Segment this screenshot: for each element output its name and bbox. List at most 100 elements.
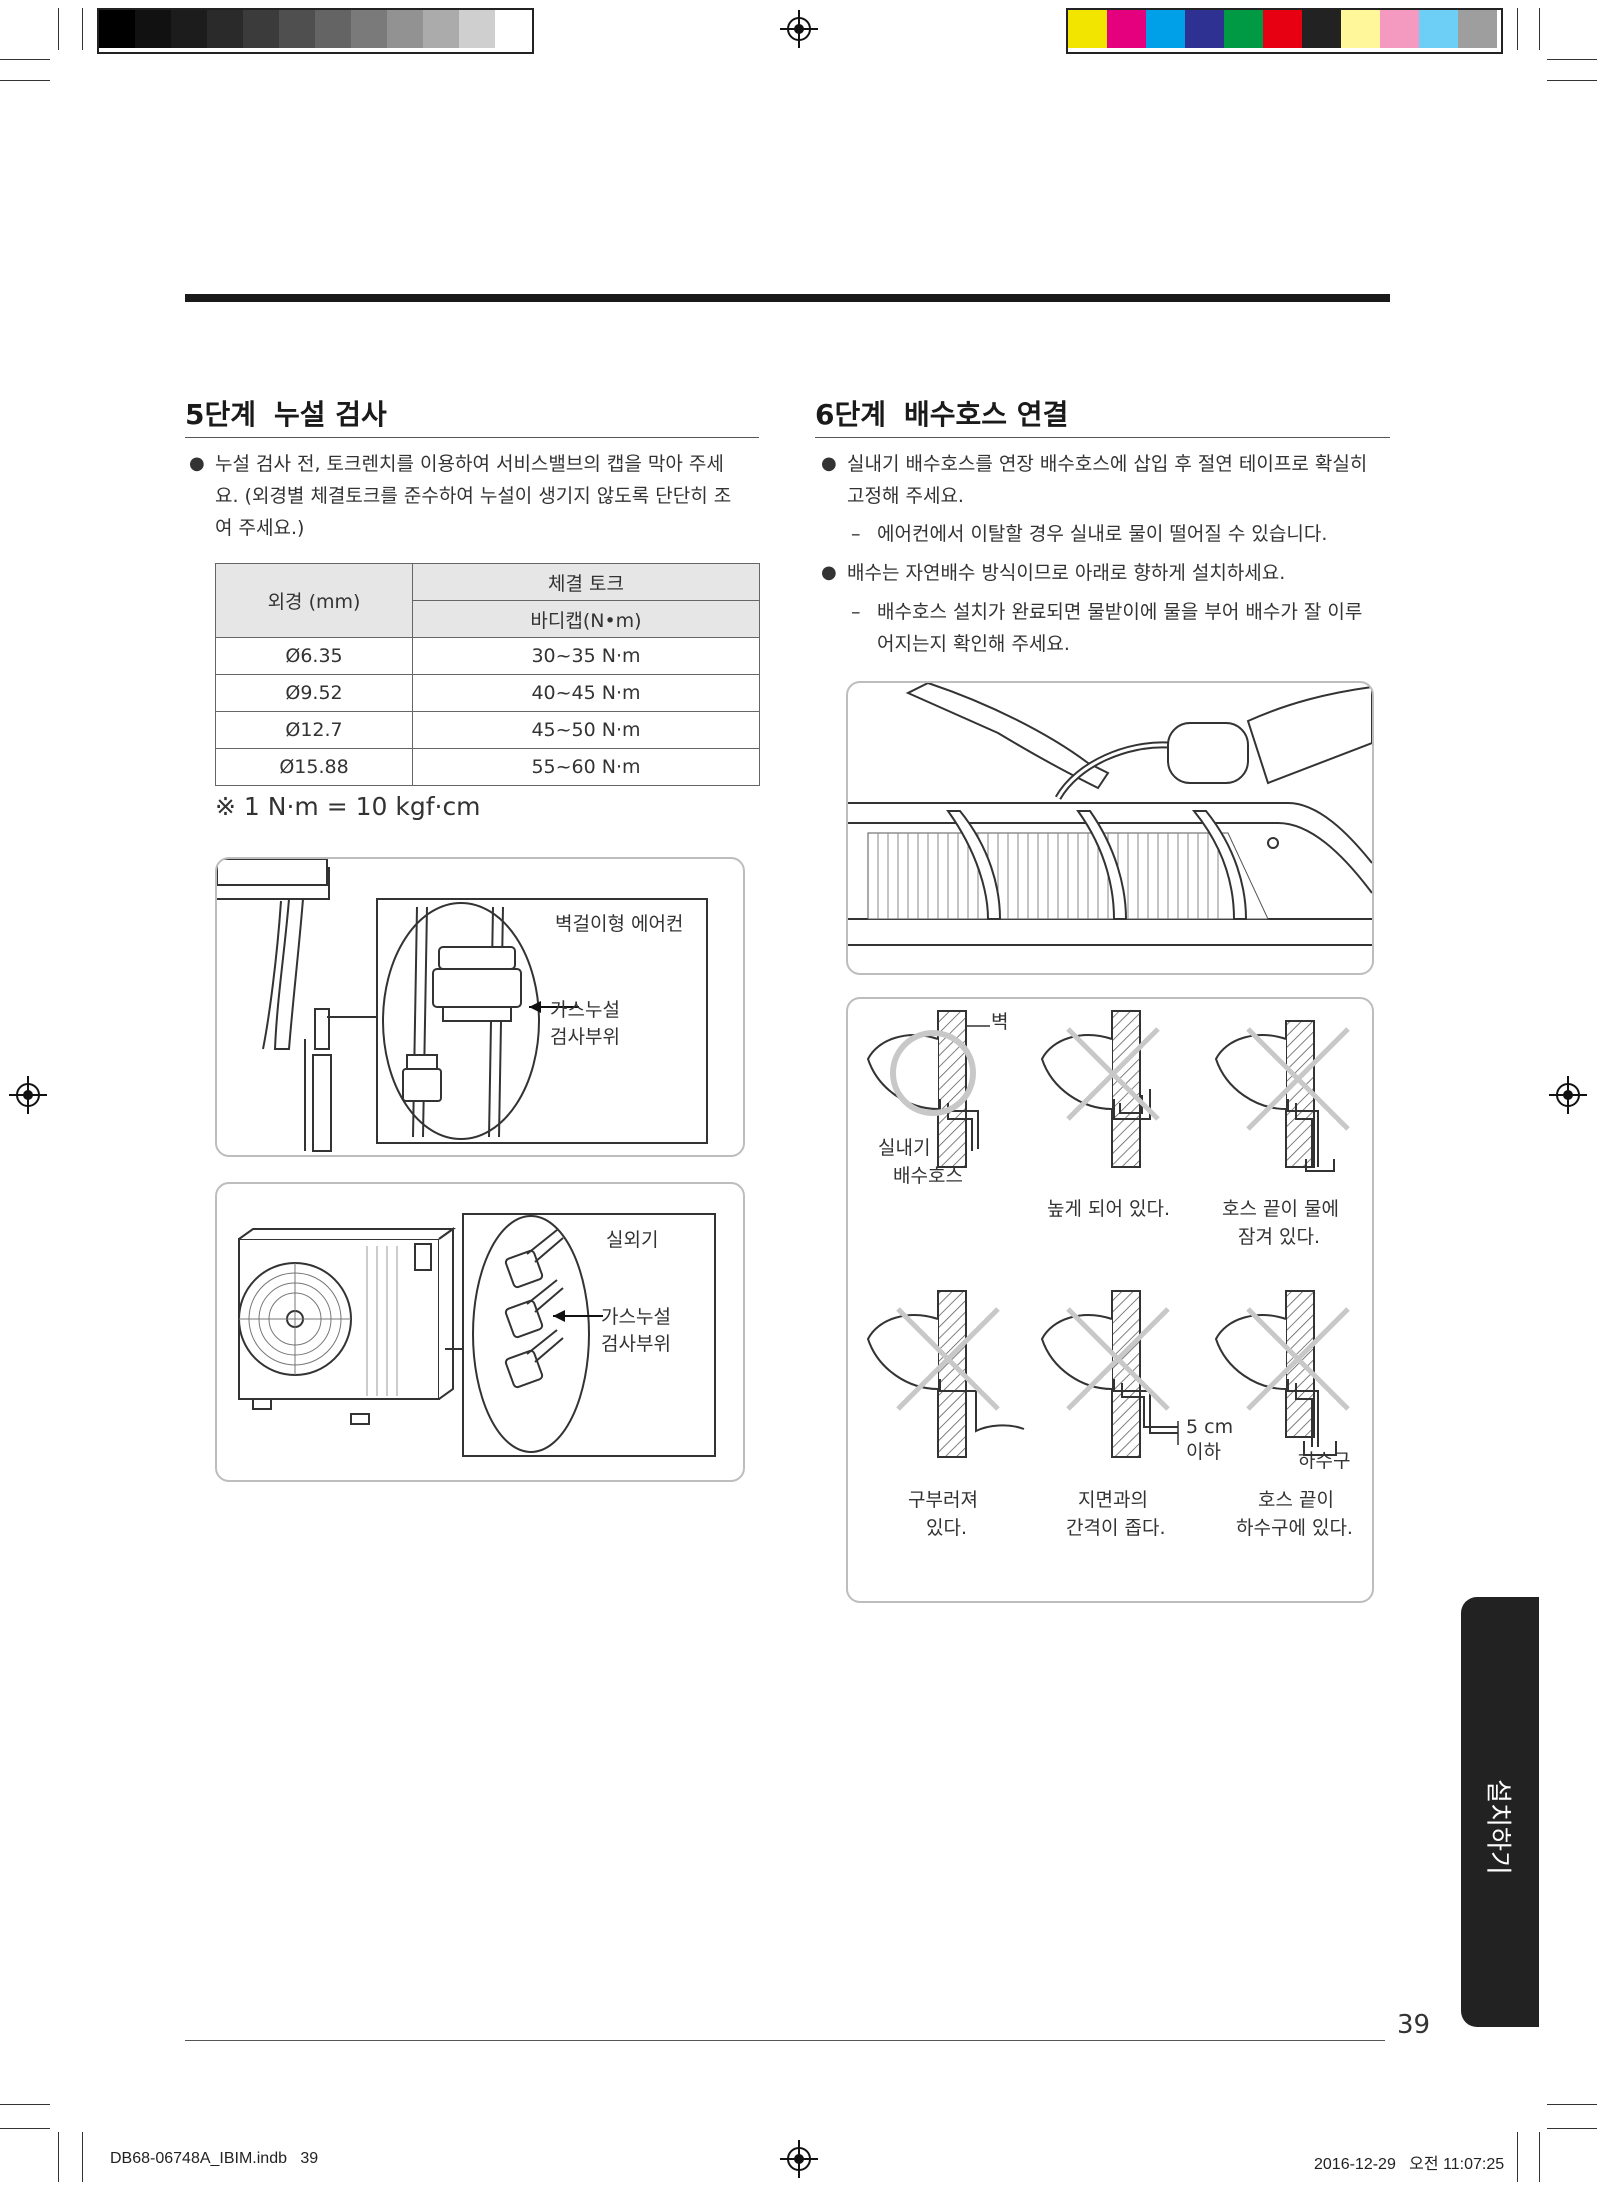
- calibration-swatch: [1263, 10, 1302, 48]
- calibration-swatch: [459, 10, 495, 48]
- outdoor-check-label-1: 가스누설: [601, 1306, 671, 1328]
- drain-hose-illustration: [866, 1010, 1350, 1458]
- table-cell-torque: 40~45 N·m: [412, 674, 760, 712]
- caption-gap-1: 지면과의: [1078, 1489, 1148, 1511]
- table-row: Ø12.7 45~50 N·m: [215, 711, 760, 749]
- dash-icon: –: [851, 601, 861, 623]
- table-cell-diameter: Ø9.52: [215, 674, 413, 712]
- registration-mark-icon: [780, 10, 818, 48]
- table-row: Ø15.88 55~60 N·m: [215, 748, 760, 786]
- chapter-side-tab-label: 설치하기: [1482, 1779, 1513, 1875]
- outdoor-unit-label: 실외기: [606, 1229, 659, 1251]
- sewer-label: 하수구: [1298, 1450, 1351, 1472]
- calibration-swatch: [1458, 10, 1497, 48]
- indoor-check-label-1: 가스누설: [550, 999, 620, 1021]
- step5-step-number: 5단계: [185, 398, 257, 431]
- caption-submerged-1: 호스 끝이 물에: [1222, 1198, 1339, 1220]
- indoor-hose-label-2: 배수호스: [893, 1165, 963, 1187]
- bullet-icon: ●: [821, 453, 837, 474]
- table-cell-diameter: Ø6.35: [215, 637, 413, 675]
- crop-mark: [1547, 80, 1597, 81]
- torque-table: 외경 (mm) 체결 토크 바디캡(N•m) Ø6.35 30~35 N·m Ø…: [215, 563, 760, 786]
- calibration-swatch: [315, 10, 351, 48]
- bottom-rule: [185, 2040, 1385, 2041]
- step6-bullet-2: ● 배수는 자연배수 방식이므로 아래로 향하게 설치하세요.: [821, 557, 1377, 589]
- calibration-swatch: [279, 10, 315, 48]
- crop-mark: [0, 80, 50, 81]
- calibration-swatch: [351, 10, 387, 48]
- calibration-swatch: [1224, 10, 1263, 48]
- crop-mark: [1517, 2132, 1518, 2182]
- step6-bullet-1: ● 실내기 배수호스를 연장 배수호스에 삽입 후 절연 테이프로 확실히 고정…: [821, 448, 1377, 512]
- step6-dash-1-text: 에어컨에서 이탈할 경우 실내로 물이 떨어질 수 있습니다.: [877, 523, 1328, 545]
- calibration-swatch: [1302, 10, 1341, 48]
- registration-mark-icon: [780, 2140, 818, 2178]
- calibration-swatch: [1185, 10, 1224, 48]
- calibration-swatch: [1380, 10, 1419, 48]
- step6-title: 배수호스 연결: [904, 398, 1069, 431]
- table-header-diameter: 외경 (mm): [215, 563, 413, 638]
- caption-in-sewer-1: 호스 끝이: [1258, 1489, 1334, 1511]
- step5-underline: [185, 437, 759, 438]
- step6-heading: 6단계 배수호스 연결: [815, 393, 1068, 433]
- crop-mark: [1547, 59, 1597, 60]
- step5-title: 누설 검사: [274, 398, 387, 431]
- table-cell-diameter: Ø15.88: [215, 748, 413, 786]
- caption-submerged-2: 잠겨 있다.: [1238, 1226, 1320, 1248]
- crop-mark: [0, 2104, 50, 2105]
- calibration-swatch: [243, 10, 279, 48]
- table-subheader-body-cap: 바디캡(N•m): [412, 600, 760, 638]
- step6-dash-2: – 배수호스 설치가 완료되면 물받이에 물을 부어 배수가 잘 이루어지는지 …: [851, 596, 1377, 660]
- calibration-swatch: [423, 10, 459, 48]
- distance-label: 5 cm: [1186, 1416, 1234, 1438]
- water-pour-figure: [846, 681, 1374, 975]
- chapter-side-tab: 설치하기: [1461, 1597, 1539, 2027]
- caption-bent-2: 있다.: [926, 1517, 967, 1539]
- step5-bullet-text: 누설 검사 전, 토크렌치를 이용하여 서비스밸브의 캡을 막아 주세요. (외…: [215, 453, 732, 539]
- page-number: 39: [1397, 2010, 1431, 2040]
- indoor-check-label-2: 검사부위: [550, 1026, 620, 1048]
- crop-mark: [82, 8, 83, 50]
- water-pour-illustration: [848, 683, 1372, 946]
- indoor-hose-label-1: 실내기: [878, 1137, 931, 1159]
- calibration-swatch: [135, 10, 171, 48]
- step6-dash-2-text: 배수호스 설치가 완료되면 물받이에 물을 부어 배수가 잘 이루어지는지 확인…: [877, 601, 1363, 655]
- crop-mark: [82, 2132, 83, 2182]
- calibration-swatch: [1146, 10, 1185, 48]
- calibration-swatch: [495, 10, 531, 48]
- caption-bent-1: 구부러져: [908, 1489, 978, 1511]
- crop-mark: [58, 8, 59, 50]
- footer-date-info: 2016-12-29 오전 11:07:25: [1314, 2156, 1505, 2173]
- table-cell-torque: 55~60 N·m: [412, 748, 760, 786]
- crop-mark: [58, 2132, 59, 2182]
- crop-mark: [1539, 2132, 1540, 2182]
- calibration-swatch: [99, 10, 135, 48]
- calibration-swatch: [171, 10, 207, 48]
- wall-label: 벽: [991, 1011, 1009, 1033]
- step6-dash-1: – 에어컨에서 이탈할 경우 실내로 물이 떨어질 수 있습니다.: [851, 518, 1397, 550]
- caption-high: 높게 되어 있다.: [1047, 1198, 1170, 1220]
- indoor-unit-illustration: [217, 859, 708, 1152]
- footer-file-info: DB68-06748A_IBIM.indb 39: [110, 2150, 319, 2167]
- gray-calibration-bar: [97, 8, 534, 54]
- step6-underline: [815, 437, 1390, 438]
- table-cell-torque: 45~50 N·m: [412, 711, 760, 749]
- indoor-leak-check-figure: 벽걸이형 에어컨 가스누설 검사부위: [215, 857, 745, 1157]
- calibration-swatch: [1107, 10, 1146, 48]
- step5-bullet: ● 누설 검사 전, 토크렌치를 이용하여 서비스밸브의 캡을 막아 주세요. …: [189, 448, 735, 544]
- outdoor-check-label-2: 검사부위: [601, 1333, 671, 1355]
- calibration-swatch: [1419, 10, 1458, 48]
- step6-step-number: 6단계: [815, 398, 887, 431]
- caption-in-sewer-2: 하수구에 있다.: [1236, 1517, 1353, 1539]
- drain-hose-figure: 벽 실내기 배수호스 높게 되어 있다. 호스 끝이 물에 잠겨 있다. 5 c…: [846, 997, 1374, 1603]
- table-cell-torque: 30~35 N·m: [412, 637, 760, 675]
- outdoor-unit-illustration: [238, 1213, 716, 1457]
- registration-mark-icon: [9, 1076, 47, 1114]
- registration-mark-icon: [1549, 1076, 1587, 1114]
- distance-label-2: 이하: [1186, 1441, 1221, 1463]
- crop-mark: [1547, 2104, 1597, 2105]
- calibration-swatch: [207, 10, 243, 48]
- caption-gap-2: 간격이 좁다.: [1066, 1517, 1166, 1539]
- calibration-swatch: [1068, 10, 1107, 48]
- table-row: Ø9.52 40~45 N·m: [215, 674, 760, 712]
